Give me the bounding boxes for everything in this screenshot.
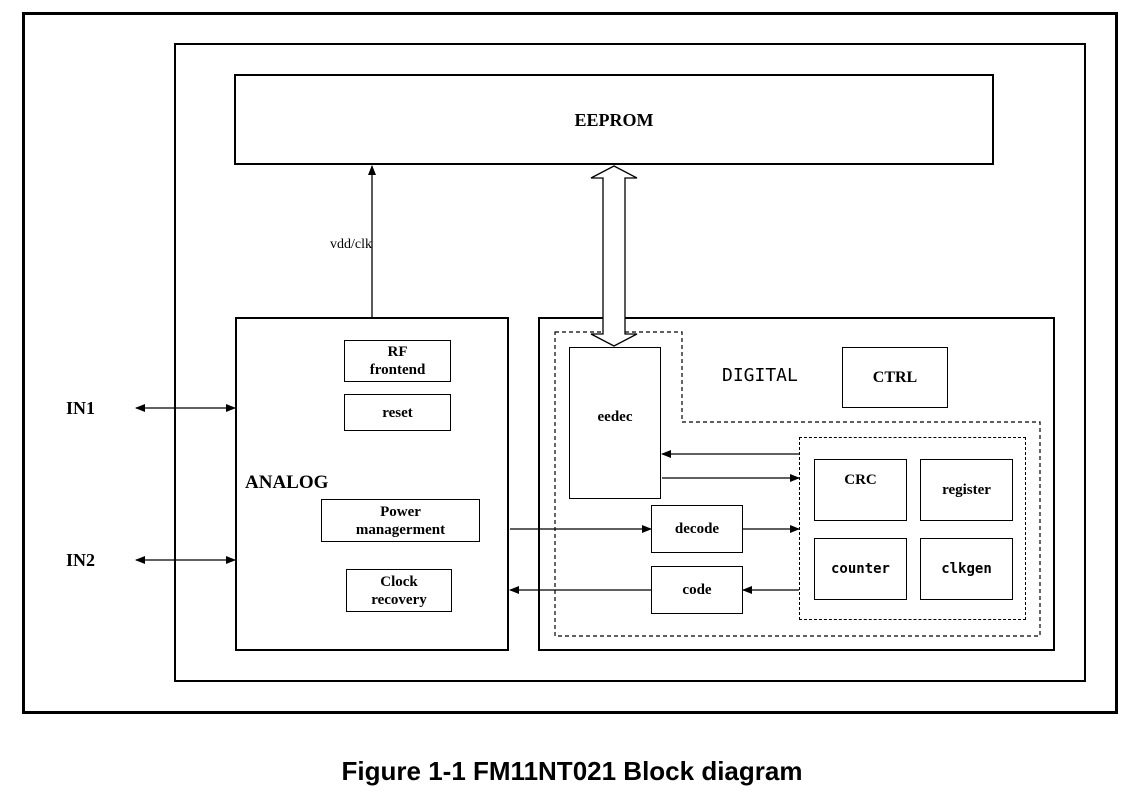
clkgen-label: clkgen bbox=[941, 561, 992, 577]
register-label: register bbox=[942, 482, 991, 498]
reset-label: reset bbox=[382, 404, 413, 421]
power-management-label: Power managerment bbox=[355, 503, 446, 538]
digital-core-dashed-outline bbox=[554, 331, 1041, 637]
vdd-clk-label: vdd/clk bbox=[330, 237, 372, 252]
code-label: code bbox=[682, 582, 712, 598]
rf-frontend-block: RF frontend bbox=[344, 340, 451, 382]
ctrl-block: CTRL bbox=[842, 347, 948, 408]
digital-title: DIGITAL bbox=[722, 365, 798, 386]
power-management-block: Power managerment bbox=[321, 499, 480, 542]
eeprom-label: EEPROM bbox=[574, 109, 654, 130]
clkgen-block: clkgen bbox=[920, 538, 1013, 600]
rf-frontend-label: RF frontend bbox=[369, 344, 426, 378]
eedec-block: eedec bbox=[569, 347, 661, 499]
analog-title: ANALOG bbox=[245, 472, 329, 493]
crc-block: CRC bbox=[814, 459, 907, 521]
eeprom-bus-arrow bbox=[590, 165, 638, 347]
in1-label: IN1 bbox=[66, 398, 96, 418]
clock-recovery-label: Clock recovery bbox=[371, 573, 427, 608]
figure-caption: Figure 1-1 FM11NT021 Block diagram bbox=[341, 756, 803, 786]
counter-block: counter bbox=[814, 538, 907, 600]
clock-recovery-block: Clock recovery bbox=[346, 569, 452, 612]
reset-block: reset bbox=[344, 394, 451, 431]
eeprom-block: EEPROM bbox=[234, 74, 994, 165]
eedec-label: eedec bbox=[597, 409, 633, 425]
outer-frame bbox=[22, 12, 1118, 714]
code-block: code bbox=[651, 566, 743, 614]
ctrl-label: CTRL bbox=[872, 368, 918, 386]
in2-label: IN2 bbox=[66, 550, 96, 570]
crc-label: CRC bbox=[844, 472, 877, 488]
decode-label: decode bbox=[674, 521, 720, 537]
register-block: register bbox=[920, 459, 1013, 521]
counter-label: counter bbox=[830, 561, 890, 577]
